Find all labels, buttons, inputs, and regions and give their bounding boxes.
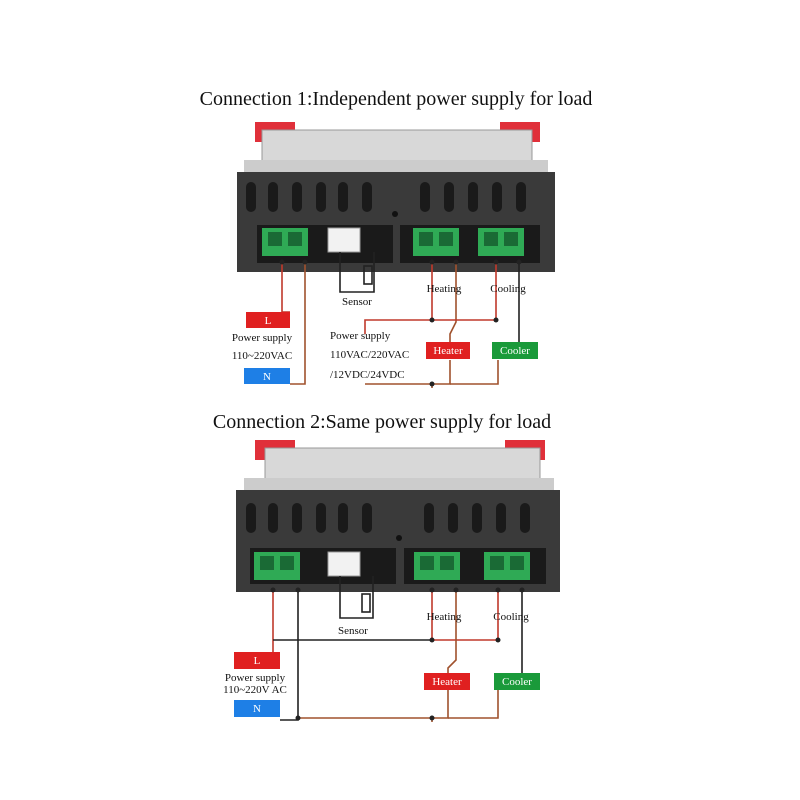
diagram-1-neutral-label: N [263, 371, 271, 383]
controller-2 [236, 440, 560, 592]
controller-2-sensor-connector [327, 551, 361, 577]
diagram-1-heater-box [426, 342, 470, 359]
diagram-1-load-voltage-2: /12VDC/24VDC [330, 369, 405, 381]
diagram-2-neutral-label: N [253, 703, 261, 715]
diagram-1-cooler-box [492, 342, 538, 359]
controller-1-vents [246, 182, 526, 212]
controller-1 [237, 122, 555, 272]
diagram-2-heater-box [424, 673, 470, 690]
diagram-2-power-label: Power supply [225, 672, 286, 684]
diagram-2-power-voltage: 110~220V AC [223, 684, 287, 696]
diagram-2-line-terminal [234, 652, 280, 669]
diagram-2-cooling-label: Cooling [493, 611, 529, 623]
diagram-1-heater-label: Heater [433, 345, 463, 357]
diagram-1-cooler-label: Cooler [500, 345, 530, 357]
diagram-1-title: Connection 1:Independent power supply fo… [200, 88, 593, 110]
diagram-1-heating-label: Heating [427, 283, 462, 295]
diagram-2-line-label: L [254, 655, 261, 667]
diagram-2-sensor-label: Sensor [338, 625, 368, 637]
controller-2-bezel [244, 478, 554, 492]
controller-2-screw [396, 535, 402, 541]
diagram-1-power-label: Power supply [232, 332, 293, 344]
diagram-1-load-voltage-1: 110VAC/220VAC [330, 349, 409, 361]
diagram-2-heating-label: Heating [427, 611, 462, 623]
diagram-2-cooler-label: Cooler [502, 676, 532, 688]
diagram-2-title: Connection 2:Same power supply for load [213, 411, 551, 433]
controller-2-top-face [264, 447, 541, 484]
diagram-1-load-power-label: Power supply [330, 330, 391, 342]
controller-2-vents [246, 503, 530, 533]
diagram-1-line-terminal [246, 312, 290, 328]
diagram-1-sensor-label: Sensor [342, 296, 372, 308]
controller-1-top-face [261, 129, 533, 166]
diagram-2-wires [272, 576, 523, 722]
diagram-2-heater-label: Heater [432, 676, 462, 688]
diagram-1-cooling-label: Cooling [490, 283, 526, 295]
controller-1-screw [392, 211, 398, 217]
diagram-2-cooler-box [494, 673, 540, 690]
controller-1-sensor-connector [327, 227, 361, 253]
controller-1-bezel [244, 160, 548, 174]
diagram-1-wires [281, 252, 520, 388]
diagram-1-power-voltage: 110~220VAC [232, 350, 292, 362]
diagram-2-neutral-terminal [234, 700, 280, 717]
diagram-1-neutral-terminal [244, 368, 290, 384]
diagram-1-line-label: L [265, 315, 272, 327]
